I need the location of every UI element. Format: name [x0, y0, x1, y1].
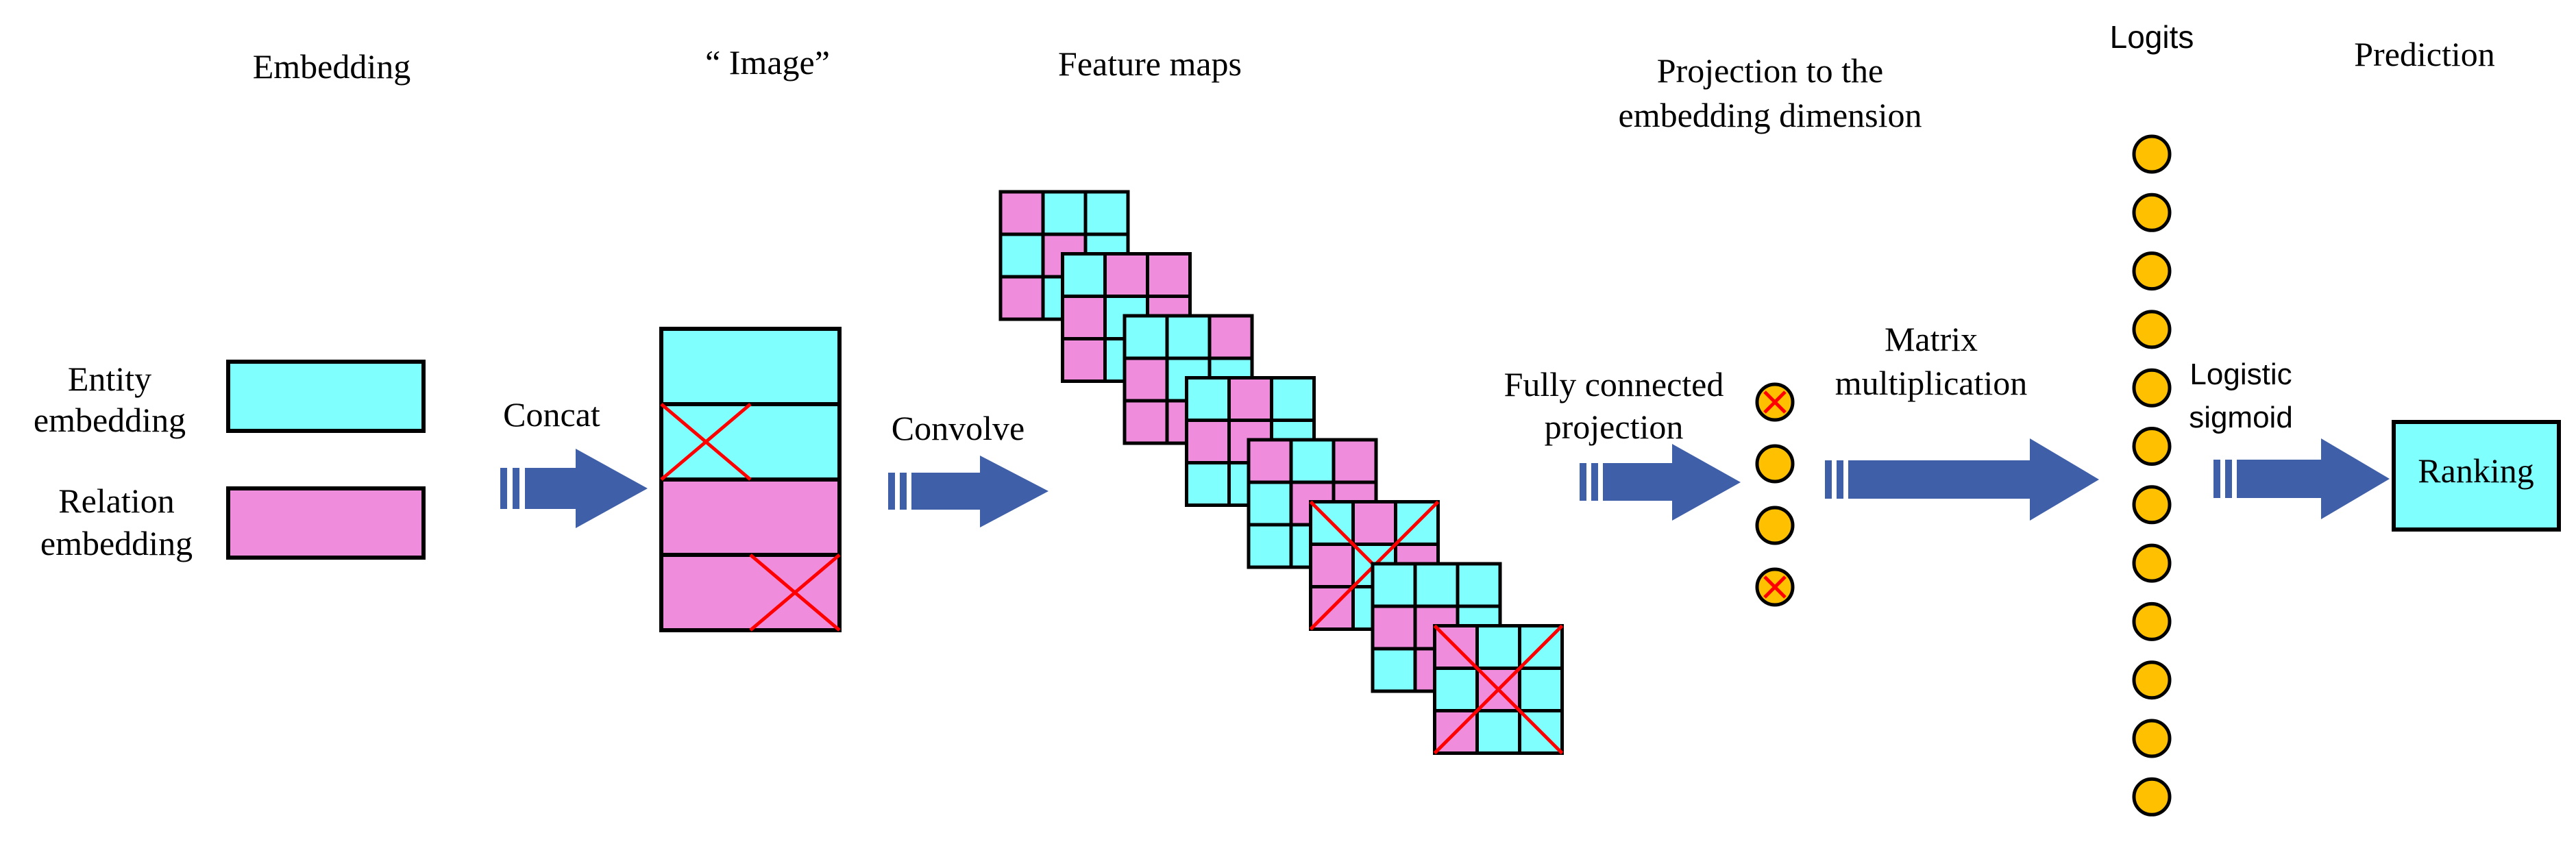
- projection-node: [1755, 506, 1795, 545]
- convolve-arrow: [888, 456, 1048, 527]
- feature-map-cell: [1123, 399, 1169, 445]
- sigmoid-arrow: [2213, 438, 2390, 519]
- logits-header: Logits: [2110, 19, 2194, 55]
- matrix-label-line2: multiplication: [1835, 364, 2028, 402]
- feature-map-cell: [1185, 461, 1231, 507]
- logit-node: [2132, 310, 2172, 349]
- feature-map-cell: [1247, 480, 1293, 527]
- embedding-header: Embedding: [253, 47, 411, 86]
- logit-node: [2132, 485, 2172, 525]
- feature-map-cell: [1165, 314, 1212, 360]
- feature-map: [1433, 624, 1564, 755]
- feature-map-cell: [1332, 438, 1378, 484]
- image-row: [659, 402, 842, 482]
- fc-arrow: [1580, 444, 1741, 521]
- ranking-label: Ranking: [2418, 451, 2534, 490]
- relation-label-line2: embedding: [40, 524, 193, 562]
- relation-label-line1: Relation: [58, 482, 174, 520]
- entity-embedding-bar: [226, 360, 426, 433]
- feature-map-cell: [1041, 190, 1088, 236]
- feature-map-cross-line: [1433, 624, 1564, 755]
- logit-node: [2132, 368, 2172, 408]
- matrix-arrow: [1825, 438, 2099, 521]
- feature-map-cell: [1146, 252, 1192, 298]
- projection-node: [1755, 444, 1795, 484]
- feature-map-cell: [998, 190, 1045, 236]
- logit-node: [2132, 601, 2172, 641]
- feature-map-cell: [1103, 252, 1149, 298]
- logit-node: [2132, 251, 2172, 291]
- matrix-label-line1: Matrix: [1885, 320, 1978, 358]
- logit-node: [2132, 543, 2172, 583]
- logit-node: [2132, 192, 2172, 232]
- image-header: “ Image”: [705, 43, 830, 82]
- concat-label: Concat: [503, 395, 600, 434]
- feature-map-cell: [1475, 624, 1521, 670]
- image-cross-line: [660, 403, 752, 481]
- convolve-label: Convolve: [892, 409, 1025, 447]
- feature-map-cell: [1247, 438, 1293, 484]
- feature-map-cell: [1247, 523, 1293, 569]
- feature-map-cell: [1475, 709, 1521, 755]
- feature-map-cell: [1227, 376, 1273, 422]
- fc-label-line1: Fully connected: [1504, 365, 1724, 403]
- feature-map-cell: [1061, 337, 1107, 383]
- ranking-output-box: [2392, 420, 2561, 532]
- feature-map-cell: [1518, 667, 1564, 712]
- feature-map-cell: [1270, 376, 1316, 422]
- relation-embedding-bar: [226, 486, 426, 560]
- feature-map-cell: [1371, 604, 1417, 651]
- image-row: [659, 477, 842, 557]
- logit-node: [2132, 660, 2172, 700]
- feature-map-cell: [1185, 419, 1231, 464]
- image-row: [659, 327, 842, 406]
- feature-map-cell: [998, 232, 1045, 279]
- feature-map-cell: [1061, 252, 1107, 298]
- image-block: [659, 327, 842, 632]
- projection-nodes: [1755, 382, 1795, 607]
- entity-label-line1: Entity: [68, 360, 151, 398]
- logit-node: [2132, 134, 2172, 174]
- feature-map-cell: [1061, 295, 1107, 340]
- feature-maps-stack: [998, 190, 1564, 755]
- entity-label-line2: embedding: [34, 401, 186, 439]
- projection-header-line2: embedding dimension: [1619, 96, 1922, 134]
- feature-map-cell: [1456, 562, 1502, 608]
- logit-node: [2132, 427, 2172, 466]
- feature-map-cell: [1123, 314, 1169, 360]
- logit-node: [2132, 777, 2172, 817]
- dropout-cross-line: [1763, 575, 1787, 599]
- feature-maps-header: Feature maps: [1058, 45, 1242, 83]
- feature-map-cell: [998, 275, 1045, 321]
- feature-map-cell: [1351, 500, 1397, 546]
- projection-header-line1: Projection to the: [1657, 51, 1884, 90]
- sigmoid-label-line2: sigmoid: [2189, 401, 2293, 434]
- feature-map-cell: [1083, 190, 1130, 236]
- feature-map-cell: [1289, 438, 1336, 484]
- sigmoid-label-line1: Logistic: [2189, 358, 2292, 391]
- feature-map-cell: [1185, 376, 1231, 422]
- prediction-header: Prediction: [2354, 35, 2495, 73]
- concat-arrow: [500, 449, 648, 528]
- feature-map-cell: [1309, 543, 1355, 588]
- fc-label-line2: projection: [1545, 408, 1684, 446]
- image-cross-line: [749, 553, 841, 632]
- feature-map-cell: [1433, 667, 1479, 712]
- feature-map-cell: [1123, 356, 1169, 403]
- logit-node: [2132, 719, 2172, 758]
- feature-map-cell: [1413, 562, 1460, 608]
- logit-nodes: [2132, 134, 2172, 817]
- feature-map-cell: [1371, 562, 1417, 608]
- feature-map-cell: [1371, 647, 1417, 693]
- feature-map-cell: [1207, 314, 1254, 360]
- image-row: [659, 553, 842, 632]
- dropout-cross-line: [1763, 390, 1787, 414]
